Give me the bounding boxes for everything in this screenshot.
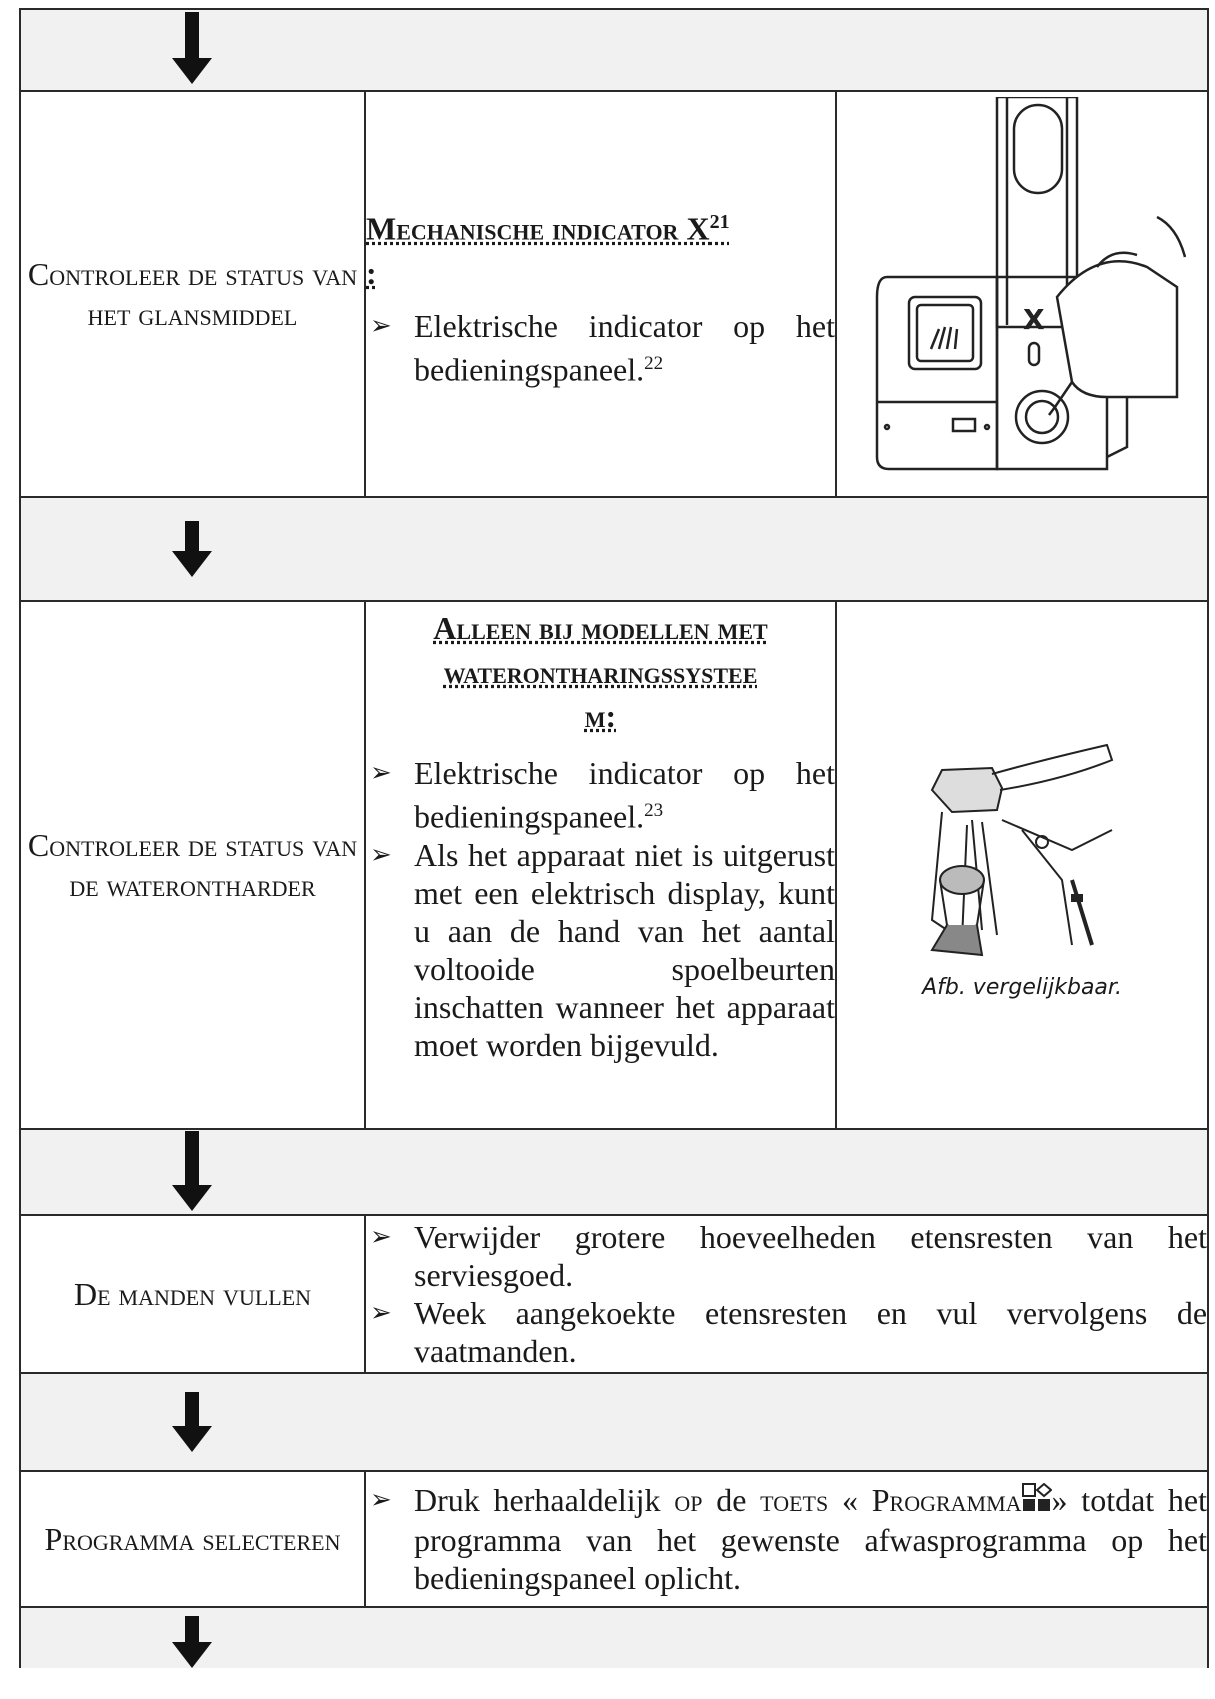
flowchart-table: Controleer de status van het glansmiddel… bbox=[18, 8, 1210, 1668]
bullet-arrow-icon: ➢ bbox=[370, 310, 392, 340]
arrow-row bbox=[18, 8, 1210, 92]
bullet-list: ➢ Elektrische indicator op het bediening… bbox=[366, 307, 835, 389]
list-item: ➢ Verwijder grotere hoeveelheden etensre… bbox=[370, 1219, 1208, 1293]
arrow-row bbox=[18, 1128, 1210, 1216]
list-item: ➢ Als het apparaat niet is uitgerust met… bbox=[370, 836, 835, 1063]
step-instructions: Alleen bij modellen met waterontharingss… bbox=[364, 600, 837, 1130]
step-load-baskets: De manden vullen ➢ Verwijder grotere hoe… bbox=[19, 1214, 1210, 1374]
bullet-list: ➢ Elektrische indicator op het bediening… bbox=[366, 754, 835, 1064]
bullet-arrow-icon: ➢ bbox=[370, 758, 392, 787]
rinse-aid-dispenser-icon: X bbox=[875, 95, 1187, 470]
image-caption: Afb. vergelijkbaar. bbox=[922, 975, 1122, 1000]
down-arrow-icon bbox=[172, 12, 212, 84]
list-item: ➢ Elektrische indicator op het bediening… bbox=[370, 755, 835, 835]
salt-refill-illustration: Afb. vergelijkbaar. bbox=[834, 600, 1210, 1130]
arrow-row bbox=[18, 1606, 1210, 1668]
bullet-list: ➢ Druk herhaaldelijk op de toets « Progr… bbox=[366, 1481, 1207, 1597]
svg-text:X: X bbox=[1023, 303, 1045, 336]
down-arrow-icon bbox=[172, 1392, 212, 1452]
list-item: ➢ Druk herhaaldelijk op de toets « Progr… bbox=[370, 1482, 1208, 1596]
step-label: Programma selecteren bbox=[19, 1470, 366, 1608]
step-instructions: ➢ Verwijder grotere hoeveelheden etensre… bbox=[363, 1214, 1210, 1374]
step-instructions: ➢ Druk herhaaldelijk op de toets « Progr… bbox=[363, 1470, 1210, 1608]
salt-refill-icon bbox=[930, 743, 1114, 957]
bullet-arrow-icon: ➢ bbox=[370, 1298, 392, 1327]
bullet-list: ➢ Verwijder grotere hoeveelheden etensre… bbox=[366, 1218, 1207, 1370]
program-button-icon bbox=[1021, 1482, 1053, 1521]
down-arrow-icon bbox=[172, 1616, 212, 1668]
step-label: Controleer de status van de wateronthard… bbox=[19, 600, 366, 1130]
down-arrow-icon bbox=[172, 521, 212, 577]
bullet-arrow-icon: ➢ bbox=[370, 839, 392, 869]
arrow-row bbox=[18, 496, 1210, 602]
step-rinse-aid: Controleer de status van het glansmiddel… bbox=[19, 90, 1210, 498]
list-item: ➢ Week aangekoekte etensresten en vul ve… bbox=[370, 1295, 1208, 1369]
bullet-arrow-icon: ➢ bbox=[370, 1222, 392, 1251]
step-label: De manden vullen bbox=[19, 1214, 366, 1374]
step-water-softener: Controleer de status van de wateronthard… bbox=[19, 600, 1210, 1130]
rinse-aid-dispenser-illustration: X bbox=[834, 90, 1210, 498]
bullet-arrow-icon: ➢ bbox=[370, 1485, 392, 1514]
step-instructions: Mechanische indicator X21 : ➢ Elektrisch… bbox=[364, 90, 837, 498]
flowchart-page: Controleer de status van het glansmiddel… bbox=[18, 8, 1210, 1668]
arrow-row bbox=[18, 1372, 1210, 1472]
step-select-program: Programma selecteren ➢ Druk herhaaldelij… bbox=[19, 1470, 1210, 1608]
down-arrow-icon bbox=[172, 1131, 212, 1211]
section-heading: Alleen bij modellen met waterontharingss… bbox=[433, 610, 768, 734]
step-label: Controleer de status van het glansmiddel bbox=[19, 90, 366, 498]
list-item: ➢ Elektrische indicator op het bediening… bbox=[370, 307, 835, 388]
section-heading: Mechanische indicator X21 : bbox=[366, 210, 730, 291]
